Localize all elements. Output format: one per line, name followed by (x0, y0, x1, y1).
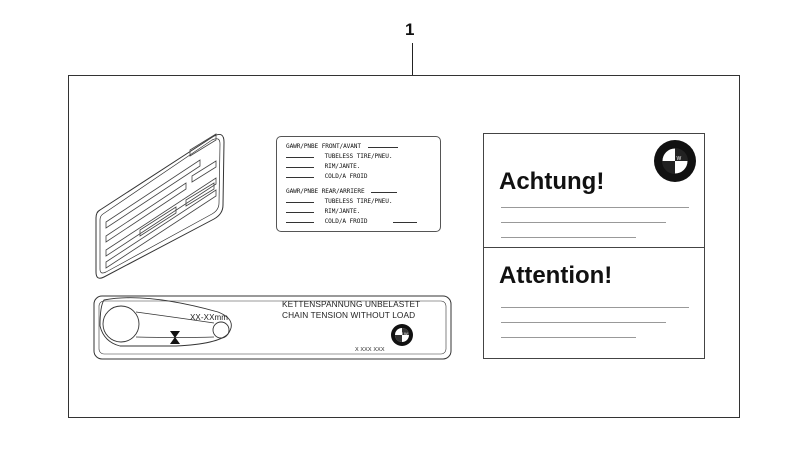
warning-line (501, 237, 636, 238)
parts-frame (68, 75, 740, 418)
tl-blank (371, 186, 398, 193)
chain-measure-value: XX-XXmm (190, 313, 229, 322)
tl-rear-tubeless: TUBELESS TIRE/PNEU. (324, 198, 393, 205)
tl-blank (286, 206, 314, 213)
tl-blank (286, 171, 314, 178)
tl-front-cold: COLD/A FROID (324, 173, 368, 180)
striped-decal (95, 134, 225, 279)
bmw-logo-large (654, 140, 696, 182)
warning-logo-letters: BMW (665, 156, 684, 162)
chain-logo-letters: BMW (396, 331, 409, 336)
warning-line (501, 322, 666, 323)
warning-card: Achtung! Attention! (483, 133, 705, 359)
chain-part-number: X XXX XXX (355, 347, 385, 353)
tl-rear-header: GAWR/PNBE REAR/ARRIERE (286, 188, 365, 195)
tl-rear-cold: COLD/A FROID (324, 218, 368, 225)
warning-line (501, 222, 666, 223)
tl-front-tubeless: TUBELESS TIRE/PNEU. (324, 153, 393, 160)
warning-divider (484, 247, 704, 248)
tl-rear-rim-row: RIM/JANTE. (286, 206, 440, 216)
chain-text-english: CHAIN TENSION WITHOUT LOAD (282, 310, 416, 320)
bmw-logo-small (391, 324, 413, 346)
tl-front-rim-row: RIM/JANTE. (286, 161, 440, 171)
tl-blank (286, 216, 314, 223)
tl-front-rim: RIM/JANTE. (324, 163, 361, 170)
chain-tension-label (93, 295, 452, 360)
tl-blank (286, 151, 314, 158)
tl-front-header: GAWR/PNBE FRONT/AVANT (286, 143, 361, 150)
leader-line (412, 43, 413, 75)
warning-title-english: Attention! (499, 262, 613, 289)
tl-rear-rim: RIM/JANTE. (324, 208, 361, 215)
tl-rear-row: GAWR/PNBE REAR/ARRIERE (286, 186, 440, 196)
arrow-markers (170, 331, 180, 344)
decal-stripes (105, 133, 217, 269)
chain-text-german: KETTENSPANNUNG UNBELASTET (282, 299, 421, 309)
tl-front-tubeless-row: TUBELESS TIRE/PNEU. (286, 151, 440, 161)
tl-front-cold-row: COLD/A FROID (286, 171, 440, 181)
warning-title-german: Achtung! (499, 168, 605, 195)
warning-line (501, 207, 689, 208)
tl-rear-tubeless-row: TUBELESS TIRE/PNEU. (286, 196, 440, 206)
tl-rear-cold-row: COLD/A FROID (286, 216, 440, 226)
warning-line (501, 337, 636, 338)
tl-blank (286, 161, 314, 168)
tl-blank (392, 216, 417, 223)
tl-blank (286, 196, 314, 203)
tl-front-row: GAWR/PNBE FRONT/AVANT (286, 141, 440, 151)
tire-pressure-label: GAWR/PNBE FRONT/AVANT TUBELESS TIRE/PNEU… (276, 136, 441, 232)
tl-blank (367, 141, 398, 148)
warning-line (501, 307, 689, 308)
callout-number: 1 (405, 20, 415, 39)
